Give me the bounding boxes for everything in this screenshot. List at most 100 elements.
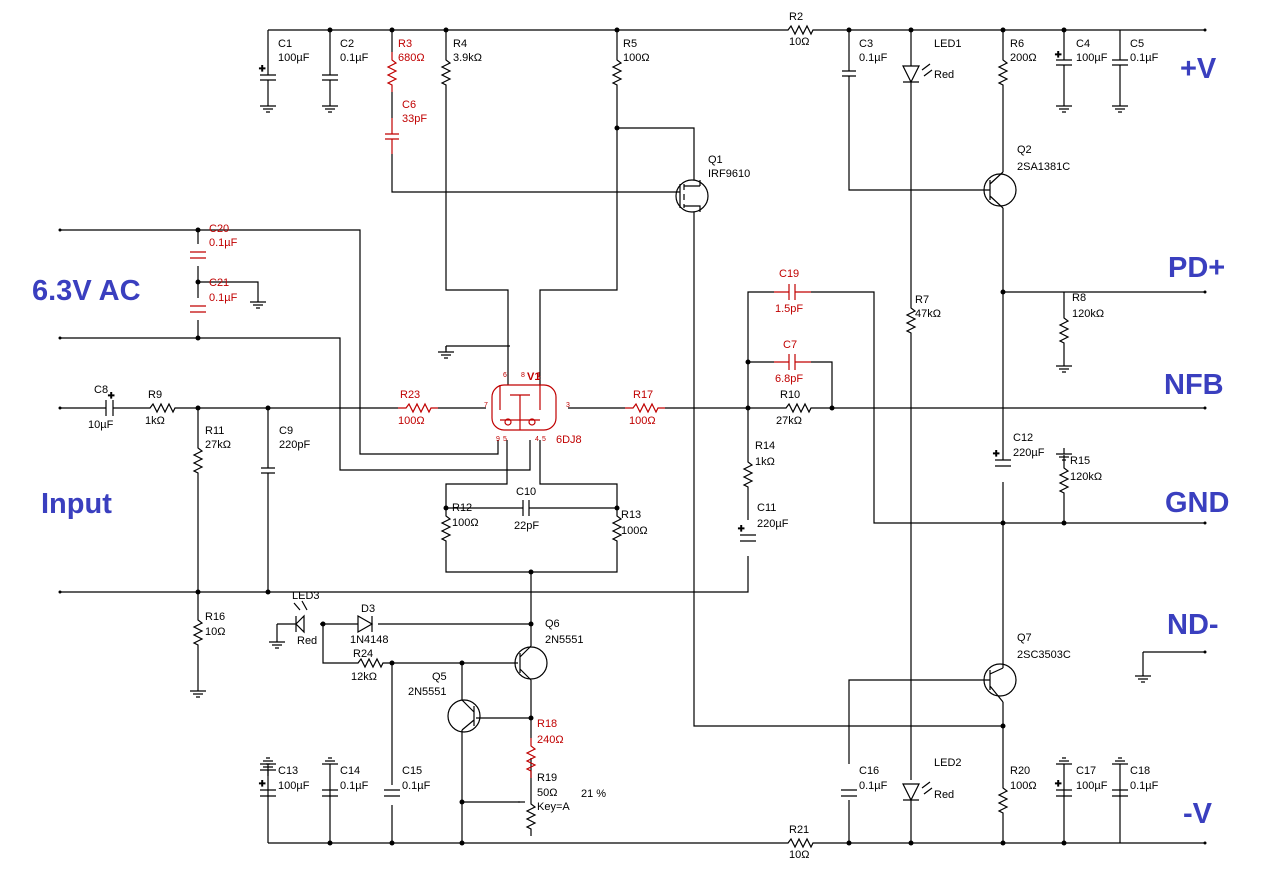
transistor-q6-symbol — [514, 645, 548, 681]
c21-value: 0.1µF — [209, 292, 238, 304]
c19-value: 1.5pF — [775, 303, 803, 315]
resistor-r13-symbol — [612, 507, 622, 549]
c20-value: 0.1µF — [209, 237, 238, 249]
d3-value: 1N4148 — [350, 634, 389, 646]
r3-value: 680Ω — [398, 52, 425, 64]
r11-ref: R11 — [205, 425, 224, 437]
q6-ref: Q6 — [545, 618, 560, 630]
potentiometer-r19-symbol — [518, 795, 536, 837]
r6-ref: R6 — [1010, 38, 1024, 50]
q7-value: 2SC3503C — [1017, 649, 1071, 661]
capacitor-c17-symbol: + — [1054, 777, 1072, 797]
led1-symbol — [902, 63, 933, 84]
c15-value: 0.1µF — [402, 780, 431, 792]
r18-value: 240Ω — [537, 734, 564, 746]
d3-ref: D3 — [361, 603, 375, 615]
q6-value: 2N5551 — [545, 634, 584, 646]
r10-ref: R10 — [780, 389, 800, 401]
resistor-r17-symbol — [624, 403, 666, 413]
capacitor-c3-symbol — [841, 54, 857, 92]
resistor-r12-symbol — [441, 507, 451, 549]
c17-value: 100µF — [1076, 780, 1108, 792]
r15-ref: R15 — [1070, 455, 1090, 467]
r4-ref: R4 — [453, 38, 467, 50]
capacitor-c6-symbol — [384, 117, 400, 155]
resistor-r9-symbol — [141, 403, 183, 413]
transistor-q5-symbol — [447, 699, 481, 733]
c7-value: 6.8pF — [775, 373, 803, 385]
c18-value: 0.1µF — [1130, 780, 1159, 792]
resistor-r14-symbol — [743, 453, 753, 495]
svg-text:+: + — [1055, 778, 1061, 790]
q1-ref: Q1 — [708, 154, 723, 166]
capacitor-c13-symbol: + — [258, 763, 277, 797]
capacitor-c16-symbol — [841, 789, 857, 797]
r2-ref: R2 — [789, 11, 803, 23]
c14-ref: C14 — [340, 765, 360, 777]
c9-value: 220pF — [279, 439, 310, 451]
led1-value: Red — [934, 69, 954, 81]
mosfet-q1-symbol — [675, 179, 709, 213]
terminal-gnd-label: GND — [1165, 487, 1229, 519]
wires — [60, 29, 1205, 844]
vminus-grounds — [260, 757, 1128, 776]
capacitor-c10-symbol — [508, 500, 544, 516]
r9-ref: R9 — [148, 389, 162, 401]
c10-value: 22pF — [514, 520, 539, 532]
r24-value: 12kΩ — [351, 671, 377, 683]
c3-ref: C3 — [859, 38, 873, 50]
c1-ref: C1 — [278, 38, 292, 50]
c1-value: 100µF — [278, 52, 310, 64]
svg-text:+: + — [1055, 49, 1061, 61]
c3-value: 0.1µF — [859, 52, 888, 64]
c17-ref: C17 — [1076, 765, 1096, 777]
r20-value: 100Ω — [1010, 780, 1037, 792]
c5-value: 0.1µF — [1130, 52, 1159, 64]
svg-text:5: 5 — [542, 436, 546, 443]
r7-ref: R7 — [915, 294, 929, 306]
terminal-dots — [58, 28, 1207, 845]
r23-ref: R23 — [400, 389, 420, 401]
svg-text:3: 3 — [566, 402, 570, 409]
c8-value: 10µF — [88, 419, 114, 431]
transistor-q7-symbol — [983, 663, 1017, 703]
c5-ref: C5 — [1130, 38, 1144, 50]
c16-value: 0.1µF — [859, 780, 888, 792]
component-labels: C1 100µF C2 0.1µF R3 680Ω C6 33pF R4 3.9… — [88, 11, 1159, 861]
terminal-input-label: Input — [41, 488, 112, 520]
resistor-r6-symbol — [998, 51, 1008, 93]
led3-ref: LED3 — [292, 590, 320, 602]
svg-text:9: 9 — [496, 436, 500, 443]
r19-ref: R19 — [537, 772, 557, 784]
capacitor-c9-symbol — [260, 451, 276, 489]
c4-ref: C4 — [1076, 38, 1090, 50]
q7-ref: Q7 — [1017, 632, 1032, 644]
led3-value: Red — [297, 635, 317, 647]
resistor-r24-symbol — [349, 658, 391, 668]
r6-value: 200Ω — [1010, 52, 1037, 64]
svg-text:6: 6 — [503, 372, 507, 379]
c10-ref: C10 — [516, 486, 536, 498]
q2-value: 2SA1381C — [1017, 161, 1070, 173]
capacitor-c19-symbol — [774, 284, 811, 300]
c11-ref: C11 — [757, 502, 776, 514]
c2-ref: C2 — [340, 38, 354, 50]
r10-value: 27kΩ — [776, 415, 802, 427]
r11-value: 27kΩ — [205, 439, 231, 451]
svg-text:+: + — [108, 390, 114, 402]
r17-value: 100Ω — [629, 415, 656, 427]
resistor-r8-symbol — [1055, 309, 1073, 373]
r8-ref: R8 — [1072, 292, 1086, 304]
svg-text:+: + — [259, 778, 265, 790]
capacitor-c18-symbol — [1112, 789, 1128, 797]
junction-dots — [195, 27, 1067, 846]
tube-pins: 6 8 1 7 3 9 5 4 5 — [484, 372, 570, 443]
r7-value: 47kΩ — [915, 308, 941, 320]
c2-value: 0.1µF — [340, 52, 369, 64]
led3-symbol — [268, 600, 308, 649]
resistor-r23-symbol — [397, 403, 439, 413]
resistor-r10-symbol — [777, 403, 819, 413]
r13-ref: R13 — [621, 509, 641, 521]
resistor-r3-symbol — [387, 51, 397, 93]
capacitor-c11-symbol: + — [737, 522, 756, 542]
